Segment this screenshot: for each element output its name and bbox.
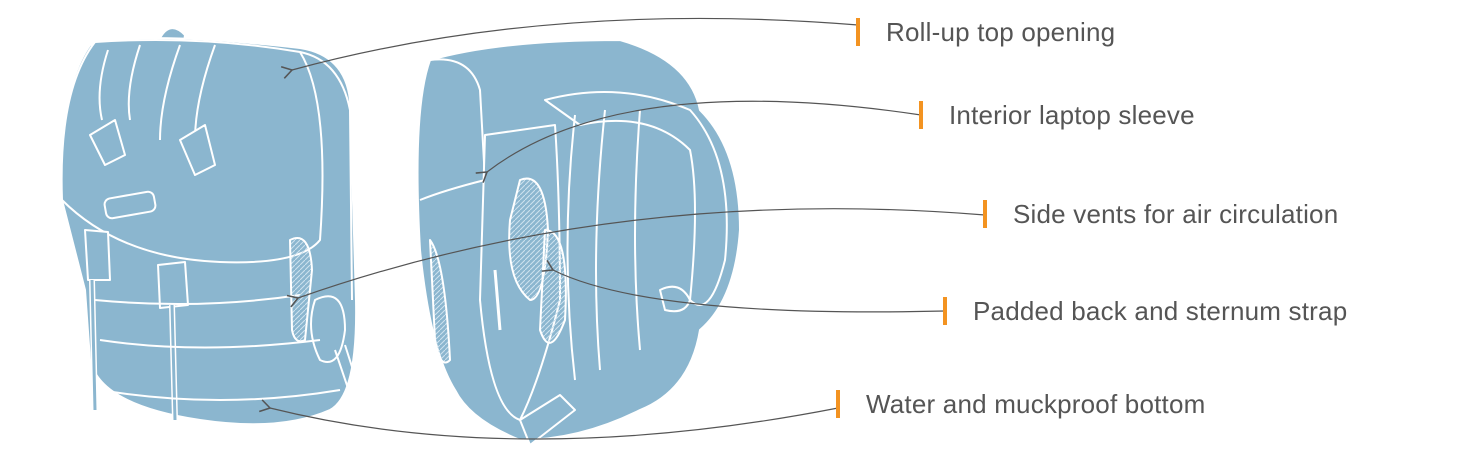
callout-label: Water and muckproof bottom — [866, 388, 1206, 419]
leader-line-side-vents — [286, 208, 986, 308]
accent-bar — [856, 18, 860, 46]
leader-line-bottom — [258, 399, 839, 440]
leader-lines — [258, 17, 986, 440]
callout-label: Roll-up top opening — [886, 16, 1116, 47]
sternum-strap-buckle — [659, 285, 691, 313]
leader-line-laptop-sleeve — [475, 100, 922, 183]
bottom-strap-buckle — [519, 394, 576, 446]
leader-line-padded-back — [541, 259, 946, 313]
accent-bar — [836, 390, 840, 418]
callout-label: Interior laptop sleeve — [949, 99, 1195, 130]
callout-label: Padded back and sternum strap — [973, 295, 1348, 326]
callout-roll-up-top-opening: Roll-up top opening — [856, 17, 1115, 47]
accent-bar — [943, 297, 947, 325]
callout-padded-back: Padded back and sternum strap — [943, 296, 1347, 326]
accent-bar — [983, 200, 987, 228]
callout-side-vents: Side vents for air circulation — [983, 199, 1338, 229]
callout-muckproof-bottom: Water and muckproof bottom — [836, 389, 1206, 419]
backpack-back-view — [416, 39, 741, 446]
callout-label: Side vents for air circulation — [1013, 198, 1339, 229]
backpack-front-view — [60, 27, 363, 426]
accent-bar — [919, 101, 923, 129]
callout-interior-laptop-sleeve: Interior laptop sleeve — [919, 100, 1195, 130]
leader-line-roll-up — [280, 17, 859, 79]
